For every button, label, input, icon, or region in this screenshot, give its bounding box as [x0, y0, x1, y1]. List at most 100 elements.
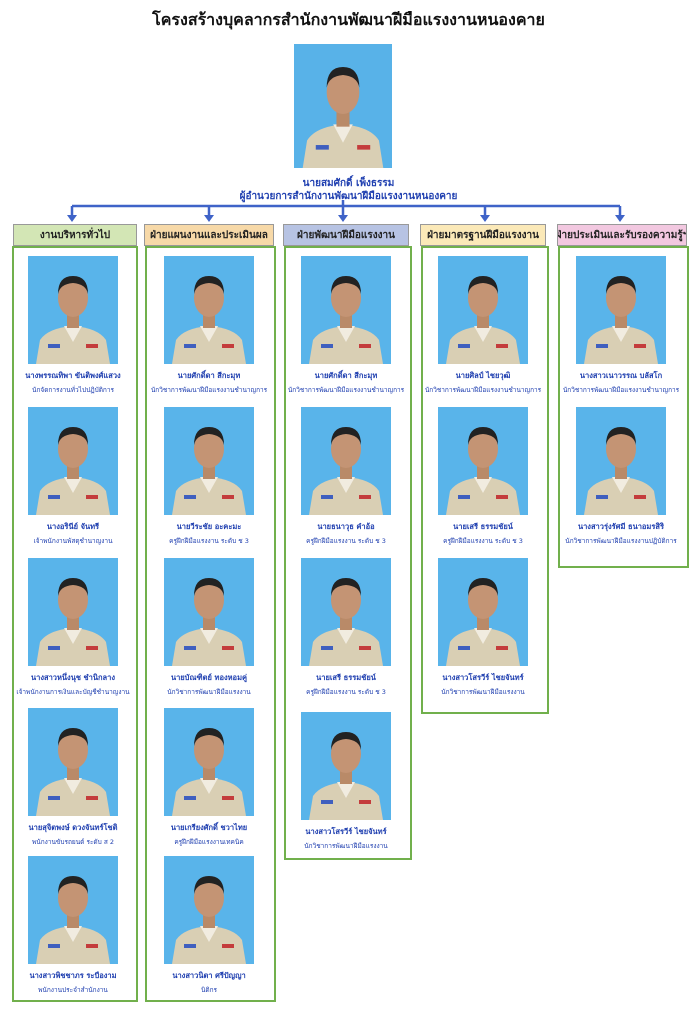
- portrait-shape: [606, 279, 636, 317]
- portrait-shape: [477, 314, 489, 328]
- portrait-shape: [584, 326, 658, 364]
- staff-photo: [28, 856, 118, 964]
- staff-position: นักวิชาการพัฒนาฝีมือแรงงานชำนาญการ: [287, 386, 405, 394]
- staff-position: นิติกร: [200, 986, 218, 994]
- portrait-shape: [468, 430, 498, 468]
- portrait-shape: [321, 344, 333, 348]
- portrait-shape: [606, 430, 636, 468]
- staff-photo: [28, 256, 118, 364]
- portrait-shape: [194, 427, 224, 445]
- staff-card: นายเสรี ธรรมชัยน์ ครูฝึกฝีมือแรงงาน ระดั…: [418, 407, 548, 546]
- portrait-shape: [340, 616, 352, 630]
- portrait-shape: [496, 495, 508, 499]
- portrait-shape: [606, 427, 636, 445]
- portrait-shape: [359, 646, 371, 650]
- portrait-shape: [203, 616, 215, 630]
- portrait-shape: [331, 276, 361, 294]
- portrait-shape: [172, 926, 246, 964]
- portrait-shape: [612, 477, 630, 493]
- portrait-silhouette: [36, 728, 110, 816]
- staff-position: พนักงานประจำสำนักงาน: [38, 986, 108, 994]
- portrait-shape: [474, 326, 492, 342]
- staff-photo: [164, 256, 254, 364]
- staff-photo: [164, 708, 254, 816]
- portrait-shape: [172, 326, 246, 364]
- staff-position: นักจัดการงานทั่วไปปฏิบัติการ: [32, 386, 114, 394]
- portrait-shape: [36, 477, 110, 515]
- staff-position: ครูฝึกฝีมือแรงงานเทคนิค: [174, 838, 244, 846]
- portrait-shape: [58, 581, 88, 619]
- staff-photo: [28, 708, 118, 816]
- staff-card: นางสาวเนาวรรณ บลัสโก นักวิชาการพัฒนาฝีมื…: [556, 256, 686, 395]
- column-header-planning: ฝ่ายแผนงานและประเมินผล: [144, 224, 274, 246]
- staff-position: นักวิชาการพัฒนาฝีมือแรงงานชำนาญการ: [150, 386, 268, 394]
- portrait-shape: [184, 646, 196, 650]
- staff-name: นางสาวเนาวรรณ บลัสโก: [579, 371, 663, 380]
- portrait-shape: [357, 145, 371, 150]
- portrait-shape: [67, 465, 79, 479]
- portrait-shape: [184, 944, 196, 948]
- portrait-shape: [340, 465, 352, 479]
- portrait-shape: [58, 876, 88, 894]
- portrait-shape: [203, 914, 215, 928]
- portrait-silhouette: [172, 728, 246, 816]
- staff-card: นายเสรี ธรรมชัยน์ ครูฝึกฝีมือแรงงาน ระดั…: [281, 558, 411, 697]
- staff-photo: [438, 256, 528, 364]
- staff-card: นางสาวโสรวีร์ ไชยจันทร์ นักวิชาการพัฒนาฝ…: [418, 558, 548, 697]
- portrait-shape: [48, 344, 60, 348]
- staff-position: ครูฝึกฝีมือแรงงาน ระดับ ช 3: [306, 537, 386, 545]
- portrait-shape: [331, 427, 361, 445]
- portrait-shape: [340, 770, 352, 784]
- portrait-shape: [194, 876, 224, 894]
- portrait-shape: [58, 578, 88, 596]
- portrait-shape: [468, 427, 498, 445]
- staff-photo: [438, 558, 528, 666]
- portrait-silhouette: [172, 276, 246, 364]
- portrait-silhouette: [446, 427, 520, 515]
- portrait-shape: [309, 477, 383, 515]
- portrait-shape: [200, 326, 218, 342]
- staff-name: นายเกรียงศักดิ์ ชวาไทย: [170, 823, 248, 832]
- staff-photo: [164, 558, 254, 666]
- portrait-shape: [468, 581, 498, 619]
- staff-card: นายธนาวุธ คำอ้อ ครูฝึกฝีมือแรงงาน ระดับ …: [281, 407, 411, 546]
- staff-name: นายบัณฑิตย์ ทองหอมคู่: [170, 673, 248, 682]
- portrait-silhouette: [309, 276, 383, 364]
- portrait-silhouette: [309, 578, 383, 666]
- staff-name: นางอรินีย์ จันทรี: [46, 522, 100, 531]
- staff-card: นางพรรณทิพา ขันติพงศ์แสวง นักจัดการงานทั…: [8, 256, 138, 395]
- portrait-shape: [222, 495, 234, 499]
- staff-card: นายเกรียงศักดิ์ ชวาไทย ครูฝึกฝีมือแรงงาน…: [144, 708, 274, 847]
- staff-photo: [301, 256, 391, 364]
- page-title: โครงสร้างบุคลากรสำนักงานพัฒนาฝีมือแรงงาน…: [152, 10, 545, 29]
- portrait-silhouette: [584, 276, 658, 364]
- portrait-silhouette: [172, 427, 246, 515]
- portrait-shape: [184, 495, 196, 499]
- staff-card: นายศักดิ์ดา สีกะมุท นักวิชาการพัฒนาฝีมือ…: [144, 256, 274, 395]
- portrait-shape: [302, 124, 384, 168]
- portrait-shape: [194, 279, 224, 317]
- portrait-shape: [612, 326, 630, 342]
- staff-photo: [438, 407, 528, 515]
- portrait-shape: [468, 578, 498, 596]
- portrait-silhouette: [36, 427, 110, 515]
- portrait-shape: [203, 314, 215, 328]
- portrait-shape: [359, 800, 371, 804]
- portrait-shape: [64, 778, 82, 794]
- portrait-shape: [326, 70, 360, 115]
- portrait-shape: [48, 796, 60, 800]
- staff-photo: [576, 407, 666, 515]
- staff-name: นายวีระชัย อะคะมะ: [176, 522, 242, 531]
- staff-position: พนักงานขับรถยนต์ ระดับ ส 2: [31, 838, 115, 846]
- portrait-shape: [458, 646, 470, 650]
- portrait-shape: [200, 477, 218, 493]
- portrait-shape: [86, 646, 98, 650]
- portrait-shape: [222, 796, 234, 800]
- column-header-general-admin: งานบริหารทั่วไป: [13, 224, 137, 246]
- portrait-shape: [200, 926, 218, 942]
- portrait-shape: [331, 430, 361, 468]
- director-name: นายสมศักดิ์ เพ็งธรรม: [302, 178, 395, 189]
- portrait-shape: [336, 110, 350, 127]
- staff-name: นายศิลป์ ไชยวุฒิ: [455, 371, 511, 380]
- portrait-silhouette: [446, 276, 520, 364]
